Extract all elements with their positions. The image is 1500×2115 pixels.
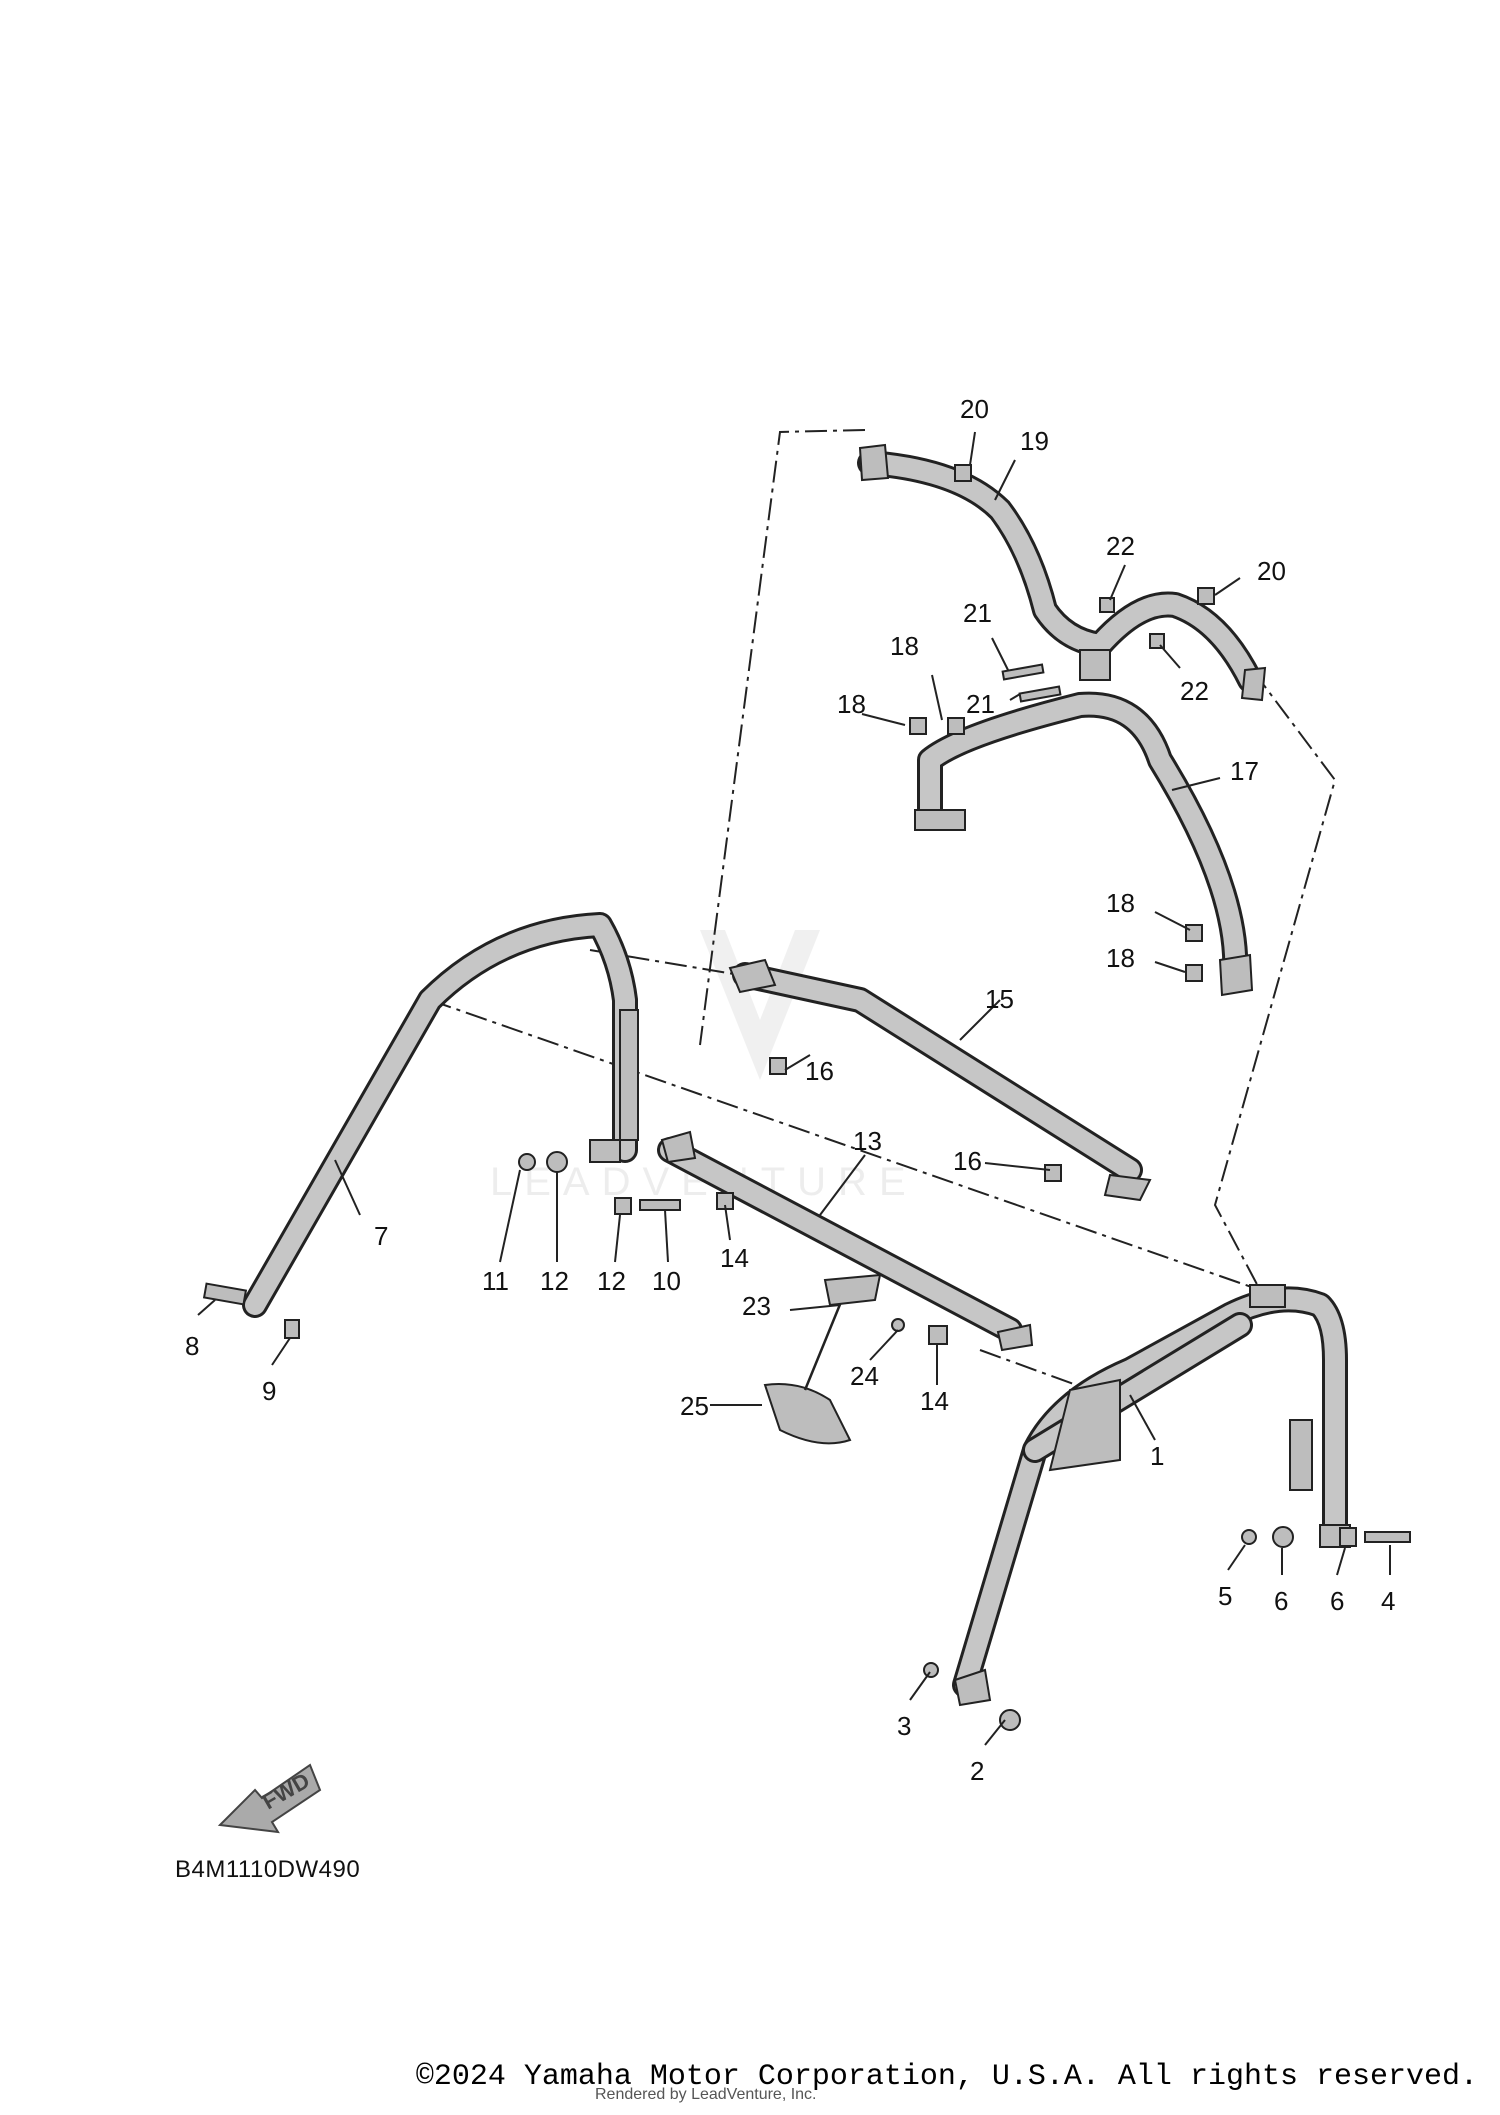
callout-15: 15: [985, 984, 1014, 1014]
callout-24: 24: [850, 1361, 879, 1391]
callout-19: 19: [1020, 426, 1049, 456]
copyright-text: ©2024 Yamaha Motor Corporation, U.S.A. A…: [415, 2060, 1478, 2094]
rendered-by-note: Rendered by LeadVenture, Inc.: [595, 2086, 817, 2103]
fwd-arrow-icon: FWD: [217, 1763, 322, 1834]
copyright-notice: ©2024 Yamaha Motor Corporation, U.S.A. A…: [0, 2060, 1500, 2094]
callout-16b: 16: [953, 1146, 982, 1176]
light-assembly: [763, 1273, 882, 1445]
cross-bar-upper: [728, 958, 1152, 1202]
callout-25: 25: [680, 1391, 709, 1421]
callout-18a: 18: [837, 689, 866, 719]
callout-20a: 20: [960, 394, 989, 424]
callout-14b: 14: [920, 1386, 949, 1416]
callout-2: 2: [970, 1756, 984, 1786]
callout-8: 8: [185, 1331, 199, 1361]
callout-21a: 21: [963, 598, 992, 628]
leader-lines: [197, 431, 1391, 1746]
callout-18b: 18: [890, 631, 919, 661]
callout-23: 23: [742, 1291, 771, 1321]
callout-21b: 21: [966, 689, 995, 719]
callout-5: 5: [1218, 1581, 1232, 1611]
callout-9: 9: [262, 1376, 276, 1406]
assembly-lines: [429, 429, 1337, 1391]
callout-16a: 16: [805, 1056, 834, 1086]
callout-7: 7: [374, 1221, 388, 1251]
callout-6a: 6: [1274, 1586, 1288, 1616]
callout-6b: 6: [1330, 1586, 1344, 1616]
diagram-code: B4M1110DW490: [175, 1856, 361, 1883]
callout-10: 10: [652, 1266, 681, 1296]
roll-bar-rear: [952, 1284, 1351, 1707]
callout-11: 11: [482, 1266, 509, 1296]
callout-18c: 18: [1106, 888, 1135, 918]
callout-20b: 20: [1257, 556, 1286, 586]
callout-14a: 14: [720, 1243, 749, 1273]
callout-3: 3: [897, 1711, 911, 1741]
callouts: 1 2 3 4 5 6 6 7 8 9 10 11 12 12 13 14 14…: [185, 394, 1395, 1786]
callout-1: 1: [1150, 1441, 1164, 1471]
callout-22b: 22: [1180, 676, 1209, 706]
bar-upper-rear: [857, 443, 1267, 702]
callout-22a: 22: [1106, 531, 1135, 561]
roll-bar-front-left: [242, 912, 639, 1318]
cross-bar-lower: [657, 1130, 1034, 1352]
fasteners: [202, 464, 1411, 1731]
callout-12a: 12: [540, 1266, 569, 1296]
callout-18d: 18: [1106, 943, 1135, 973]
callout-12b: 12: [597, 1266, 626, 1296]
callout-4: 4: [1381, 1586, 1395, 1616]
callout-17: 17: [1230, 756, 1259, 786]
bar-side: [914, 649, 1254, 997]
callout-13: 13: [853, 1126, 882, 1156]
